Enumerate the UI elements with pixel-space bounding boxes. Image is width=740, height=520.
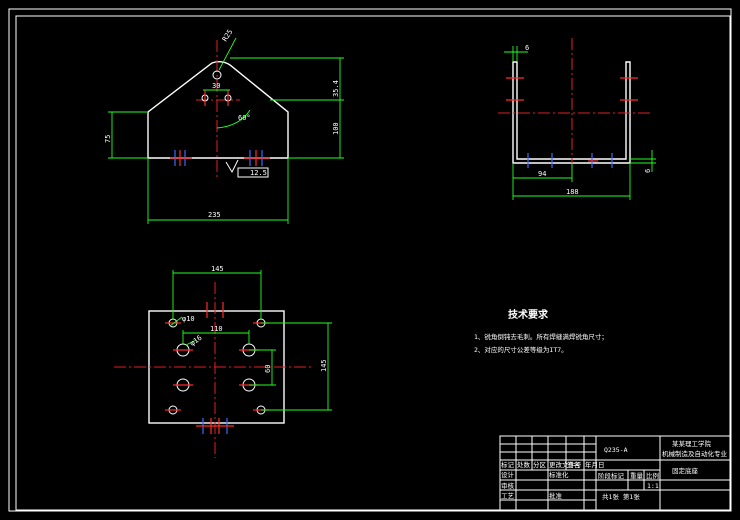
front-dim-width: 235 [208, 211, 221, 219]
side-dim-total: 188 [566, 188, 579, 196]
title-block-label-stage-mark: 阶段标记 [598, 471, 625, 480]
side-view: 6 94 188 6 [498, 38, 656, 200]
title-block-organization-1: 某某理工学院 [672, 439, 712, 448]
front-dim-top: 35.4 [332, 80, 340, 97]
tech-req-title: 技术要求 [508, 308, 549, 321]
title-block-label-date: 年月日 [585, 460, 605, 469]
title-block-label-sign: 签名 [567, 460, 580, 469]
inner-frame [15, 15, 731, 511]
front-dim-angle: 60° [238, 114, 251, 122]
title-block-label-marks: 标记 [501, 460, 515, 469]
top-dim-inner-vertical: 60 [264, 365, 272, 373]
front-view-top-hole [212, 70, 222, 80]
title-block-material: Q235-A [604, 446, 628, 454]
title-block-scale: 1:1 [647, 482, 659, 490]
front-view-outline [147, 61, 289, 159]
top-dim-inner-spacing: 110 [210, 325, 223, 333]
front-dim-radius: R25 [221, 28, 234, 43]
title-block-label-change-doc: 更改文件号 [549, 460, 582, 469]
title-block-label-approve: 批准 [549, 491, 563, 500]
title-block-label-count: 处数 [517, 460, 531, 469]
side-dim-thickness-top: 6 [525, 44, 529, 52]
technical-requirements: 技术要求 1、锐角倒钝去毛刺。所有焊缝满焊锐角尺寸； 2、对应的尺寸公差等级为I… [474, 308, 608, 354]
title-block-label-process: 工艺 [501, 492, 515, 500]
title-block-label-ratio: 比例 [646, 471, 659, 480]
top-dim-large-hole: φ16 [189, 334, 204, 348]
side-dim-thickness-bottom: 6 [644, 169, 652, 173]
top-dim-outer-spacing: 145 [211, 265, 224, 273]
title-block-sheet: 共1张 第1张 [602, 492, 640, 501]
front-view: R25 30 60° 75 100 35.4 235 12.5 [104, 28, 344, 224]
top-view-hole-centerlines [165, 302, 269, 434]
front-dim-left-height: 75 [104, 135, 112, 143]
title-block-label-zone: 分区 [533, 460, 547, 469]
title-block-label-weight: 重量 [630, 472, 644, 480]
title-block-label-review: 审核 [501, 481, 515, 490]
title-block-organization-2: 机械制造及自动化专业 [662, 449, 728, 458]
front-dim-hole-spacing: 30 [212, 82, 220, 90]
title-block-label-standardize: 标准化 [549, 470, 569, 479]
tech-req-item-1: 1、锐角倒钝去毛刺。所有焊缝满焊锐角尺寸； [474, 332, 608, 341]
top-dim-vertical-spacing: 145 [320, 359, 328, 372]
top-dim-small-hole: φ10 [182, 315, 195, 323]
side-dim-inner: 94 [538, 170, 546, 178]
tech-req-item-2: 2、对应的尺寸公差等级为IT7。 [474, 345, 568, 354]
outer-frame [8, 8, 732, 512]
front-view-bottom-marks [170, 150, 270, 166]
side-view-hole-marks [506, 77, 638, 168]
top-view: 145 110 φ10 φ16 145 60 [114, 265, 332, 458]
front-surface-finish: 12.5 [250, 169, 267, 177]
front-dim-height: 100 [332, 122, 340, 135]
title-block-part-name: 固定底座 [672, 466, 699, 475]
title-block: Q235-A 某某理工学院 机械制造及自动化专业 固定底座 标记 处数 分区 更… [499, 435, 731, 511]
title-block-label-design: 设计 [501, 470, 515, 479]
